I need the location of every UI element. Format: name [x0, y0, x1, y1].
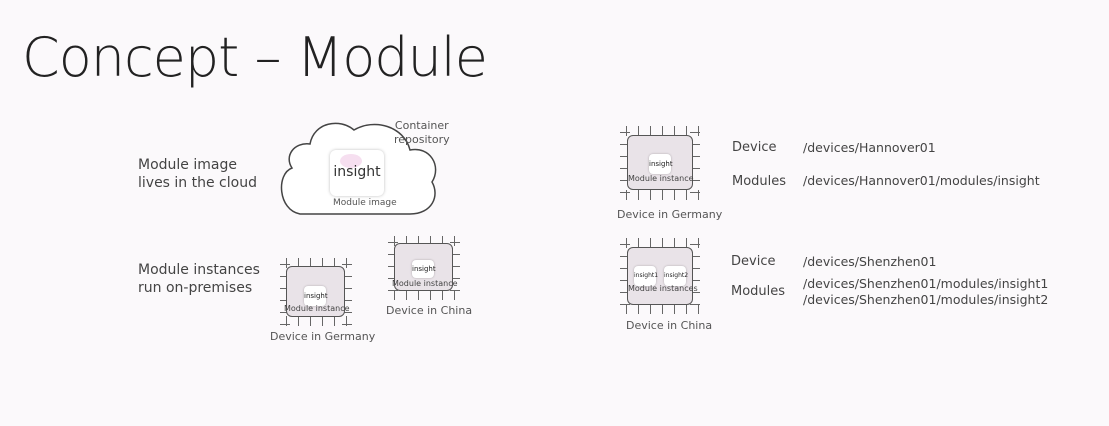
chip-china-left: insight Module instance	[388, 236, 460, 300]
module-image-caption-line-2: lives in the cloud	[138, 175, 257, 191]
module-image-box: insight	[330, 150, 384, 196]
container-repository-line-2: repository	[394, 133, 450, 146]
china-device-key: Device	[731, 254, 776, 269]
chip-china-right: insight1 insight2 Module instances	[620, 238, 700, 314]
module-instances-caption-line-2: run on-premises	[138, 280, 253, 296]
device-china-label-left: Device in China	[386, 304, 473, 317]
module-image-text: insight	[333, 164, 381, 180]
container-repository-line-1: Container	[394, 119, 449, 132]
chip-germany-left-module-caption: Module instance	[284, 304, 350, 313]
module-instances-caption-line-1: Module instances	[138, 262, 260, 278]
china-module-path-2: /devices/Shenzhen01/modules/insight2	[803, 292, 1049, 307]
module-instances-caption: Module instances run on-premises	[138, 261, 260, 297]
germany-module-path-1: /devices/Hannover01/modules/insight	[803, 173, 1040, 188]
chip-china-right-module-caption: Module instances	[628, 284, 698, 293]
device-germany-label-right: Device in Germany	[617, 208, 723, 221]
device-china-label-right: Device in China	[626, 319, 713, 332]
chip-china-left-module-caption: Module instance	[392, 279, 458, 288]
chip-germany-left: insight Module instance	[280, 258, 352, 326]
module-image-glow	[340, 154, 362, 168]
module-image-caption-line-1: Module image	[138, 157, 237, 173]
chip-china-right-module-2: insight2	[664, 266, 688, 286]
module-image-caption: Module image lives in the cloud	[138, 156, 257, 192]
chip-germany-right-module: insight	[649, 154, 673, 174]
container-repository-label: Container repository	[394, 119, 450, 147]
chip-china-right-module-1: insight1	[634, 266, 658, 286]
germany-device-key: Device	[732, 140, 777, 155]
slide-title: Concept – Module	[22, 26, 488, 89]
china-modules-key: Modules	[731, 284, 786, 299]
china-module-path-1: /devices/Shenzhen01/modules/insight1	[803, 276, 1049, 291]
germany-modules-key: Modules	[732, 174, 787, 189]
china-device-path: /devices/Shenzhen01	[803, 254, 937, 269]
chip-china-left-module: insight	[412, 260, 436, 278]
chip-germany-left-module: insight	[304, 286, 328, 306]
chip-germany-right-module-caption: Module instance	[628, 174, 694, 183]
germany-device-path: /devices/Hannover01	[803, 140, 936, 155]
chip-germany-right: insight Module instance	[620, 126, 700, 200]
device-germany-label-left: Device in Germany	[270, 330, 376, 343]
module-image-caption-small: Module image	[333, 198, 397, 208]
